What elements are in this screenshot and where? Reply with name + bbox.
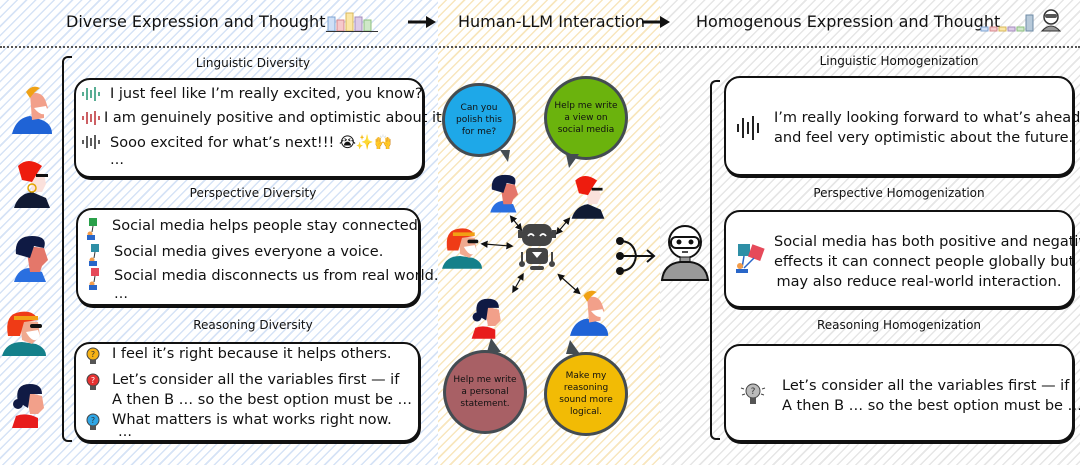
right-bracket <box>710 80 720 440</box>
red-thumbs-down-sign-icon <box>84 268 106 290</box>
speech-bubble-social-media: Help me write a view on social media <box>544 76 628 160</box>
speech-bubble-polish: Can you polish this for me? <box>442 83 516 157</box>
thumbs-up-down-signs-icon <box>734 242 770 280</box>
ellipsis: … <box>114 286 129 302</box>
teal-thumbs-up-sign-icon <box>84 244 106 266</box>
perspective-homogenization-card: Social media has both positive and negat… <box>724 210 1080 308</box>
svg-text:?: ? <box>751 387 756 397</box>
avatar-man-dark-hair <box>14 236 48 282</box>
avatar-woman-dark-bun <box>12 384 44 428</box>
homogenized-line: Let’s consider all the variables first —… <box>782 378 1070 394</box>
list-item: Sooo excited for what’s next!!! 😭✨🙌 <box>80 134 392 151</box>
list-item: I just feel like I’m really excited, you… <box>80 86 423 102</box>
linguistic-diversity-title: Linguistic Diversity <box>195 56 311 70</box>
blue-question-bulb-icon: ? <box>82 412 104 432</box>
yellow-question-bulb-icon: ? <box>82 346 104 366</box>
bar-purple <box>354 16 363 32</box>
right-arrow-icon <box>642 16 670 28</box>
svg-text:?: ? <box>91 416 95 425</box>
robot-body <box>518 224 556 270</box>
robot-icon <box>480 215 581 295</box>
bar-yellow <box>345 12 354 32</box>
merge-arrow-icon <box>616 237 656 275</box>
avatar-bearded-man-headband <box>2 311 46 356</box>
avatar-old-man-orange-cap <box>570 290 609 336</box>
interaction-title: Human-LLM Interaction <box>458 12 645 31</box>
bar-blue <box>327 16 336 32</box>
diverse-title: Diverse Expression and Thought <box>66 12 326 31</box>
robot-head-icon <box>1040 9 1062 32</box>
green-sound-wave-icon <box>80 86 102 102</box>
avatar-old-man-orange-cap <box>12 86 52 134</box>
speech-bubble-personal-statement: Help me write a personal statement. <box>443 350 527 434</box>
red-question-bulb-icon: ? <box>82 372 104 392</box>
bubble-tail <box>566 154 579 168</box>
svg-text:?: ? <box>91 376 95 385</box>
homogenized-line: may also reduce real-world interaction. <box>776 274 1062 290</box>
ellipsis: … <box>110 152 125 168</box>
ellipsis: … <box>118 424 133 440</box>
linguistic-homogenization-title: Linguistic Homogenization <box>819 54 979 68</box>
list-item: Social media gives everyone a voice. <box>84 244 383 266</box>
reasoning-homogenization-title: Reasoning Homogenization <box>816 318 982 332</box>
list-item: ? What matters is what works right now. <box>82 412 392 432</box>
homogenized-line: Social media has both positive and negat… <box>774 234 1080 250</box>
robot-masked-person-icon <box>660 225 710 281</box>
list-item: Social media disconnects us from real wo… <box>84 268 438 290</box>
homogenized-line: effects it can connect people globally b… <box>774 254 1075 270</box>
bubble-tail <box>566 340 580 354</box>
header-divider <box>0 46 1080 48</box>
perspective-diversity-title: Perspective Diversity <box>189 186 317 200</box>
right-arrow-icon <box>408 16 436 28</box>
avatar-woman-red-hair-sunglasses <box>571 176 605 219</box>
linguistic-homogenization-card: I’m really looking forward to what’s ahe… <box>724 76 1080 176</box>
homogenized-line: I’m really looking forward to what’s ahe… <box>774 110 1080 126</box>
linguistic-diversity-card: I just feel like I’m really excited, you… <box>74 78 446 178</box>
svg-text:?: ? <box>91 350 95 359</box>
homogenized-line: A then B … so the best option must be … <box>782 398 1080 414</box>
list-item: Social media helps people stay connected… <box>82 218 423 240</box>
sound-wave-icon <box>736 114 762 146</box>
bar-red <box>336 19 345 32</box>
list-item: ? Let’s consider all the variables first… <box>82 370 412 410</box>
bar-green <box>363 19 372 32</box>
reasoning-homogenization-card: ? Let’s consider all the variables first… <box>724 344 1080 442</box>
avatar-bearded-man-headband <box>442 228 482 269</box>
perspective-homogenization-title: Perspective Homogenization <box>813 186 985 200</box>
bubble-tail <box>500 150 510 162</box>
homogenous-title: Homogenous Expression and Thought <box>696 12 1001 31</box>
interaction-arrows <box>480 215 581 295</box>
green-thumbs-up-sign-icon <box>82 218 104 240</box>
reasoning-diversity-card: ? I feel it’s right because it helps oth… <box>74 342 420 442</box>
homogenous-bar-chart-icon <box>980 14 1034 32</box>
avatar-woman-dark-bun <box>471 298 501 339</box>
diverse-bar-chart-icon <box>326 12 378 32</box>
avatar-man-dark-hair <box>490 174 519 213</box>
header: Diverse Expression and Thought Human-LLM… <box>0 0 1080 46</box>
homogenized-line: and feel very optimistic about the futur… <box>774 130 1074 146</box>
black-sound-wave-icon <box>80 134 102 150</box>
reasoning-diversity-title: Reasoning Diversity <box>193 318 313 332</box>
list-item: I am genuinely positive and optimistic a… <box>80 110 446 126</box>
avatar-woman-red-hair-sunglasses <box>14 161 50 208</box>
red-sound-wave-icon <box>80 110 102 126</box>
left-bracket <box>62 56 72 442</box>
bubble-tail <box>487 338 501 352</box>
gray-question-bulb-icon: ? <box>740 380 766 412</box>
list-item: ? I feel it’s right because it helps oth… <box>82 346 392 366</box>
speech-bubble-logical: Make my reasoning sound more logical. <box>544 352 628 436</box>
perspective-diversity-card: Social media helps people stay connected… <box>76 208 438 306</box>
